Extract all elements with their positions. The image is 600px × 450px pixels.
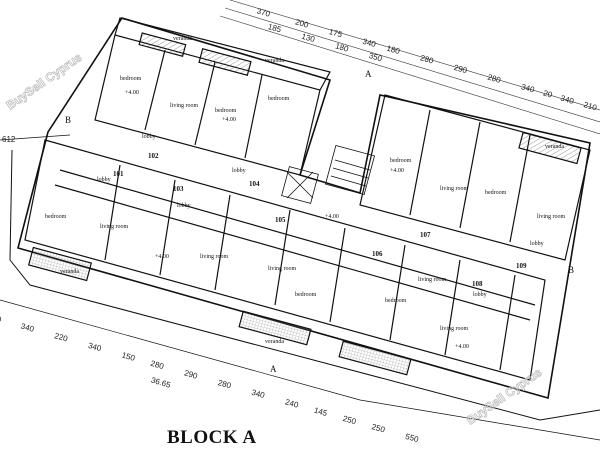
unit-number: 102 xyxy=(148,152,159,160)
unit-number: 108 xyxy=(472,280,483,288)
veranda-label: veranda xyxy=(265,339,284,345)
dimension-label: 280 xyxy=(486,73,502,85)
dimension-label: 350 xyxy=(368,51,384,63)
level-mark: +4.00 xyxy=(390,168,404,174)
dimension-label: 210 xyxy=(583,100,599,112)
unit-number: 107 xyxy=(420,231,431,239)
total-dimension-label: 36.65 xyxy=(150,376,172,390)
dimension-label: 150 xyxy=(121,351,137,363)
room-label: bedroom xyxy=(120,76,142,82)
level-mark: +4.00 xyxy=(222,117,236,123)
room-label: living room xyxy=(418,277,446,283)
bottom-dimension-labels: 180 240 20 250 340 220 340 150 280 290 2… xyxy=(0,312,420,444)
upper-left-wing xyxy=(94,17,331,176)
page-title: BLOCK A xyxy=(167,427,257,448)
dimension-label: 340 xyxy=(20,322,36,334)
room-label: living room xyxy=(268,266,296,272)
dimension-label: 180 xyxy=(386,44,402,56)
dimension-label: 550 xyxy=(404,432,420,444)
dimension-label: 175 xyxy=(328,27,344,39)
dimension-label: 220 xyxy=(53,331,69,343)
dimension-label: 185 xyxy=(267,22,283,34)
room-label: bedroom xyxy=(215,108,237,114)
dimension-label: 200 xyxy=(294,17,310,29)
dimension-label: 250 xyxy=(0,312,3,324)
room-label: bedroom xyxy=(485,190,507,196)
dimension-label: 240 xyxy=(284,397,300,409)
dimension-label: 180 xyxy=(334,41,350,53)
room-label: lobby xyxy=(232,168,246,174)
dimension-label: 280 xyxy=(419,53,435,65)
dimension-label: 290 xyxy=(453,63,469,75)
section-mark-a-bottom: A xyxy=(270,364,277,374)
section-markers: B A B A 612 xyxy=(0,69,574,374)
veranda-label: veranda xyxy=(60,269,79,275)
veranda-label: veranda xyxy=(265,58,284,64)
level-mark: +4.00 xyxy=(155,254,169,260)
section-mark-a-top: A xyxy=(365,69,372,79)
room-label: living room xyxy=(200,254,228,260)
unit-number: 104 xyxy=(249,180,260,188)
room-label: bedroom xyxy=(390,158,412,164)
room-label: living room xyxy=(170,103,198,109)
dimension-label: 280 xyxy=(217,378,233,390)
unit-number: 105 xyxy=(275,216,286,224)
level-marks: +4.00 +4.00 +4.00 +4.00 +4.00 +4.00 xyxy=(125,90,469,350)
dimension-label: 370 xyxy=(256,6,272,18)
room-label: bedroom xyxy=(45,214,67,220)
unit-numbers: 101 102 103 104 105 106 107 108 109 xyxy=(113,152,527,288)
room-label: living room xyxy=(440,326,468,332)
veranda-label: veranda xyxy=(545,144,564,150)
room-label: bedroom xyxy=(295,292,317,298)
dimension-label: 280 xyxy=(150,359,166,371)
dimension-label: 340 xyxy=(87,341,103,353)
room-label: living room xyxy=(537,214,565,220)
unit-number: 103 xyxy=(173,185,184,193)
top-dimension-lines xyxy=(219,0,600,135)
unit-number: 109 xyxy=(516,262,527,270)
dimension-label: 250 xyxy=(342,414,358,426)
dimension-label: 145 xyxy=(313,406,329,418)
main-wing xyxy=(24,139,546,381)
dimension-label: 340 xyxy=(560,94,576,106)
dimension-label: 340 xyxy=(520,82,536,94)
level-mark: +4.00 xyxy=(125,90,139,96)
stair-core xyxy=(281,145,375,204)
unit-number: 106 xyxy=(372,250,383,258)
left-dimension-marker: 612 xyxy=(2,135,16,144)
level-mark: +4.00 xyxy=(325,214,339,220)
room-label: bedroom xyxy=(385,298,407,304)
dimension-label: 290 xyxy=(183,368,199,380)
watermark-top-left: BuySell Cyprus xyxy=(4,50,85,113)
dimension-label: 20 xyxy=(542,89,554,100)
section-mark-b-right: B xyxy=(568,265,574,275)
room-label: lobby xyxy=(473,292,487,298)
building-outline xyxy=(0,17,600,441)
room-label: lobby xyxy=(142,134,156,140)
dimension-label: 340 xyxy=(250,388,266,400)
room-label: bedroom xyxy=(268,96,290,102)
section-mark-b-left: B xyxy=(65,115,71,125)
room-label: lobby xyxy=(530,241,544,247)
unit-number: 101 xyxy=(113,170,124,178)
dimension-label: 340 xyxy=(361,37,377,49)
room-label: lobby xyxy=(97,177,111,183)
room-labels: bedroom bedroom bedroom living room lobb… xyxy=(45,36,565,345)
top-dimension-labels: 370 200 175 340 180 280 290 280 340 20 3… xyxy=(256,6,599,112)
room-label: living room xyxy=(100,224,128,230)
room-label: living room xyxy=(440,186,468,192)
level-mark: +4.00 xyxy=(455,344,469,350)
dimension-label: 130 xyxy=(301,32,317,44)
veranda-label: veranda xyxy=(173,36,192,42)
room-label: lobby xyxy=(177,203,191,209)
dimension-label: 250 xyxy=(371,422,387,434)
right-wing xyxy=(359,94,591,261)
